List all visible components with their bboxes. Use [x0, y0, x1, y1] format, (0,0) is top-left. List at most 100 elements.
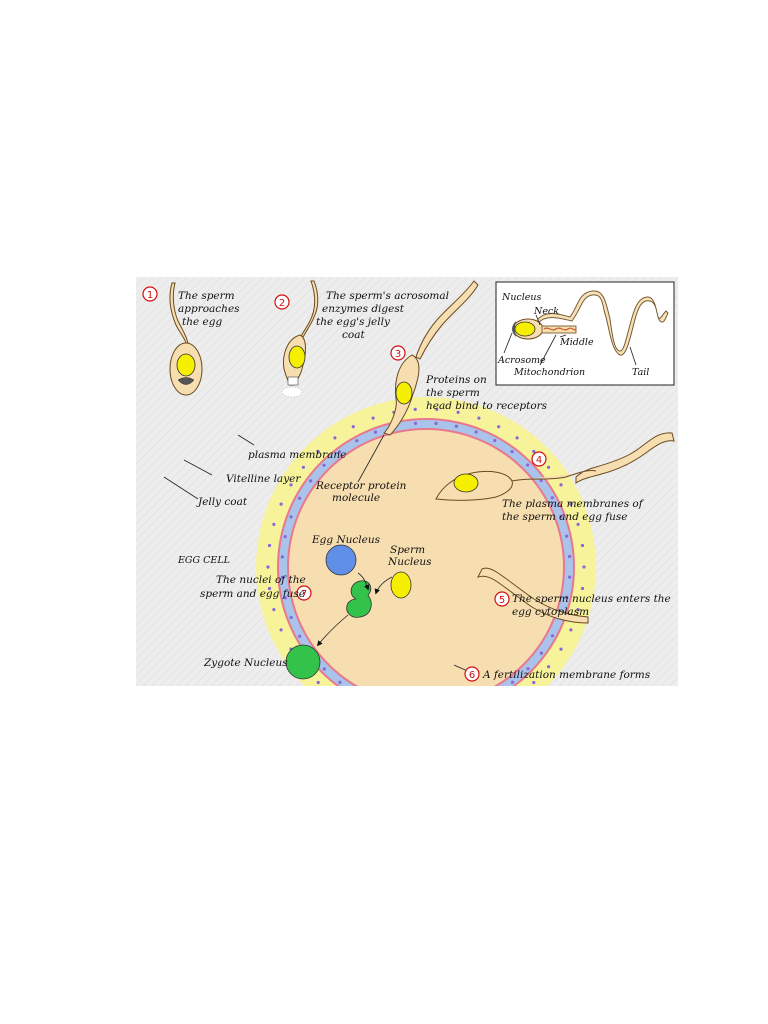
granule-dot	[565, 534, 569, 538]
granule-dot	[547, 465, 551, 469]
step-7-text: The nuclei of the sperm and egg fuse	[200, 574, 306, 600]
leader-jelly	[163, 476, 199, 500]
inset-neck-label: Neck	[533, 306, 559, 317]
granule-dot	[576, 522, 580, 526]
granule-dot	[289, 515, 293, 519]
granule-dot	[510, 450, 514, 454]
granule-dot	[565, 595, 569, 599]
granule-dot	[515, 436, 519, 440]
granule-dot	[568, 554, 572, 559]
granule-dot	[413, 407, 417, 411]
granule-dot	[297, 496, 302, 500]
granule-dot	[351, 425, 355, 429]
leader-plasma	[237, 434, 255, 446]
granule-dot	[289, 615, 293, 620]
granule-dot	[582, 565, 586, 569]
granule-dot	[454, 424, 458, 428]
step-3-text: Proteins on the sperm head bind to recep…	[425, 374, 548, 412]
step-1-line-3: the egg	[182, 316, 222, 328]
sperm-2	[283, 280, 319, 386]
step-7-line-2: sperm and egg fuse	[200, 588, 305, 600]
granule-dot	[373, 430, 378, 434]
vitelline-layer-label: Vitelline layer	[226, 473, 301, 485]
granule-dot	[272, 608, 276, 612]
granule-dot	[526, 463, 530, 467]
step-3-line-1: Proteins on	[425, 374, 487, 386]
step-6-number: 6	[469, 670, 475, 681]
step-3-line-2: the sperm	[426, 387, 480, 399]
inset-middle-label: Middle	[559, 337, 594, 348]
step-6-line-1: A fertilization membrane forms	[482, 669, 651, 681]
step-2-line-1: The sperm's acrosomal	[326, 290, 449, 302]
granule-dot	[493, 438, 497, 443]
step-2-line-3: the egg's jelly	[316, 316, 391, 328]
sperm-3	[383, 280, 479, 436]
granule-dot	[413, 421, 418, 425]
step-7-line-1: The nuclei of the	[216, 574, 306, 586]
granule-dot	[266, 565, 270, 569]
granule-dot	[559, 647, 563, 651]
inset-nucleus-label: Nucleus	[501, 292, 542, 303]
granule-dot	[322, 463, 326, 467]
step-4-line-2: the sperm and egg fuse	[502, 511, 628, 523]
egg-nucleus	[325, 544, 357, 576]
sperm-nucleus-label-line-2: Nucleus	[387, 556, 432, 568]
step-1-line-1: The sperm	[178, 290, 235, 302]
digested-jelly-spot	[281, 386, 303, 398]
inset-middle-piece	[541, 325, 577, 334]
granule-dot	[526, 667, 530, 671]
step-3-line-3: head bind to receptors	[426, 400, 548, 412]
granule-dot	[298, 634, 302, 638]
granule-dot	[510, 680, 515, 684]
granule-dot	[477, 416, 481, 420]
step-1-number: 1	[147, 290, 153, 301]
egg-cell-label: EGG CELL	[177, 555, 230, 566]
granule-dot	[497, 425, 501, 429]
granule-dot	[280, 555, 284, 559]
granule-dot	[337, 450, 342, 454]
granule-dot	[550, 634, 555, 638]
step-4-number: 4	[536, 455, 542, 466]
step-5-text: The sperm nucleus enters the egg cytopla…	[512, 593, 671, 618]
granule-dot	[559, 514, 563, 519]
granule-dot	[435, 407, 439, 411]
leader-vitelline	[183, 459, 213, 476]
arrow-to-zygote	[317, 614, 349, 647]
zygote-nucleus-label: Zygote Nucleus	[203, 657, 288, 669]
granule-dot	[371, 416, 375, 420]
granule-dot	[559, 483, 563, 487]
granule-dot	[316, 680, 320, 685]
granule-dot	[283, 596, 287, 600]
receptor-label-line-2: molecule	[332, 492, 380, 504]
granule-dot	[568, 575, 572, 579]
step-2-number: 2	[279, 298, 285, 309]
granule-dot	[569, 628, 573, 632]
granule-dot	[580, 543, 585, 548]
granule-dot	[355, 439, 359, 443]
granule-dot	[333, 436, 337, 440]
granule-dot	[322, 667, 326, 671]
granule-dot	[279, 502, 283, 506]
granule-dot	[569, 502, 573, 506]
jelly-coat-label: Jelly coat	[196, 496, 248, 508]
granule-dot	[539, 651, 543, 655]
sperm-5	[390, 567, 589, 624]
sperm-1	[169, 282, 203, 396]
granule-dot	[532, 680, 536, 685]
granule-dot	[474, 430, 478, 434]
granule-dot	[316, 449, 320, 454]
step-5-line-2: egg cytoplasm	[512, 606, 589, 618]
granule-dot	[280, 575, 284, 580]
sperm-4	[435, 432, 675, 501]
step-3-number: 3	[395, 349, 401, 360]
granule-dot	[456, 410, 460, 414]
granule-dot	[289, 483, 293, 487]
step-2-line-2: enzymes digest	[322, 303, 405, 315]
granule-dot	[272, 522, 276, 526]
plasma-membrane-label: plasma membrane	[248, 449, 346, 461]
step-5-line-1: The sperm nucleus enters the	[512, 593, 671, 605]
step-numbers: 1 2 3 4 5 6 7	[142, 286, 547, 682]
granule-dot	[547, 665, 551, 669]
step-7-number: 7	[301, 589, 307, 600]
step-6-text: A fertilization membrane forms	[482, 669, 651, 681]
